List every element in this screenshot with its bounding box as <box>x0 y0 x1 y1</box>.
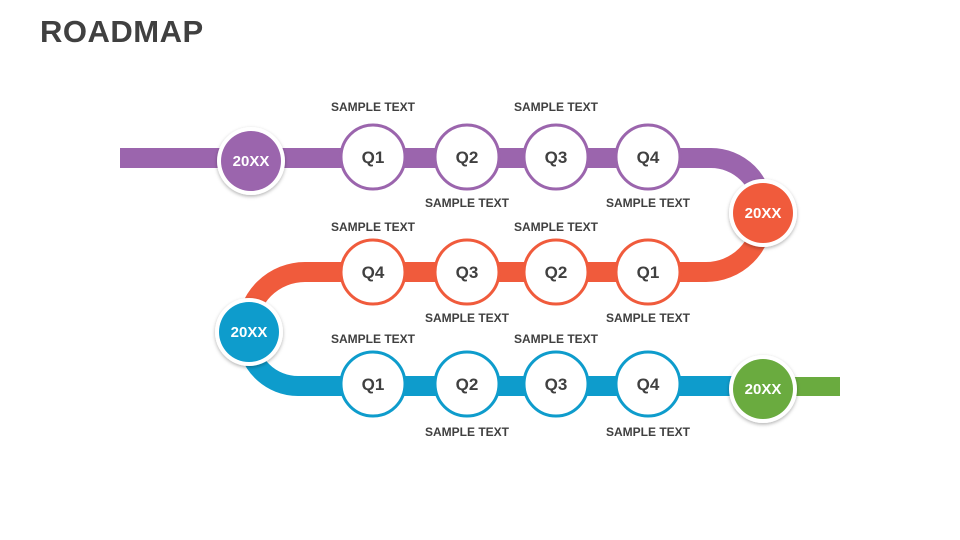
year-node-4: 20XX <box>729 355 797 423</box>
row2-quarter-node-1: Q4 <box>339 238 407 306</box>
svg-text:Q3: Q3 <box>545 148 568 167</box>
svg-text:Q4: Q4 <box>362 263 385 282</box>
row1-label-4: SAMPLE TEXT <box>606 196 691 210</box>
row2-label-4: SAMPLE TEXT <box>606 311 691 325</box>
row1-quarter-node-4: Q4 <box>614 123 682 191</box>
svg-text:Q1: Q1 <box>362 148 385 167</box>
row3-label-4: SAMPLE TEXT <box>606 425 691 439</box>
year-label-3: 20XX <box>231 324 268 341</box>
row3-quarter-node-4: Q4 <box>614 350 682 418</box>
row1-quarter-node-2: Q2 <box>433 123 501 191</box>
row2-quarter-node-4: Q1 <box>614 238 682 306</box>
road-segment-row3 <box>237 334 770 396</box>
row3-quarter-node-3: Q3 <box>522 350 590 418</box>
row3-quarter-node-2: Q2 <box>433 350 501 418</box>
page-title: ROADMAP <box>40 14 204 49</box>
svg-text:Q4: Q4 <box>637 148 660 167</box>
svg-text:Q2: Q2 <box>545 263 568 282</box>
svg-text:Q3: Q3 <box>456 263 479 282</box>
row3-label-3: SAMPLE TEXT <box>514 332 599 346</box>
svg-text:Q2: Q2 <box>456 148 479 167</box>
row2-label-1: SAMPLE TEXT <box>331 220 416 234</box>
row2-quarter-node-3: Q2 <box>522 238 590 306</box>
svg-text:Q2: Q2 <box>456 375 479 394</box>
svg-text:Q1: Q1 <box>637 263 660 282</box>
year-label-1: 20XX <box>233 153 270 170</box>
row1-quarter-node-3: Q3 <box>522 123 590 191</box>
row1-label-2: SAMPLE TEXT <box>425 196 510 210</box>
row1-quarter-node-1: Q1 <box>339 123 407 191</box>
year-node-2: 20XX <box>729 179 797 247</box>
svg-text:Q3: Q3 <box>545 375 568 394</box>
svg-text:Q4: Q4 <box>637 375 660 394</box>
row2-quarter-node-2: Q3 <box>433 238 501 306</box>
row1-label-1: SAMPLE TEXT <box>331 100 416 114</box>
year-label-4: 20XX <box>745 381 782 398</box>
svg-text:Q1: Q1 <box>362 375 385 394</box>
row3-label-1: SAMPLE TEXT <box>331 332 416 346</box>
row3-label-2: SAMPLE TEXT <box>425 425 510 439</box>
row3-quarter-node-1: Q1 <box>339 350 407 418</box>
row1-label-3: SAMPLE TEXT <box>514 100 599 114</box>
row2-label-3: SAMPLE TEXT <box>514 220 599 234</box>
year-label-2: 20XX <box>745 205 782 222</box>
year-node-3: 20XX <box>215 298 283 366</box>
row2-label-2: SAMPLE TEXT <box>425 311 510 325</box>
year-node-1: 20XX <box>217 127 285 195</box>
